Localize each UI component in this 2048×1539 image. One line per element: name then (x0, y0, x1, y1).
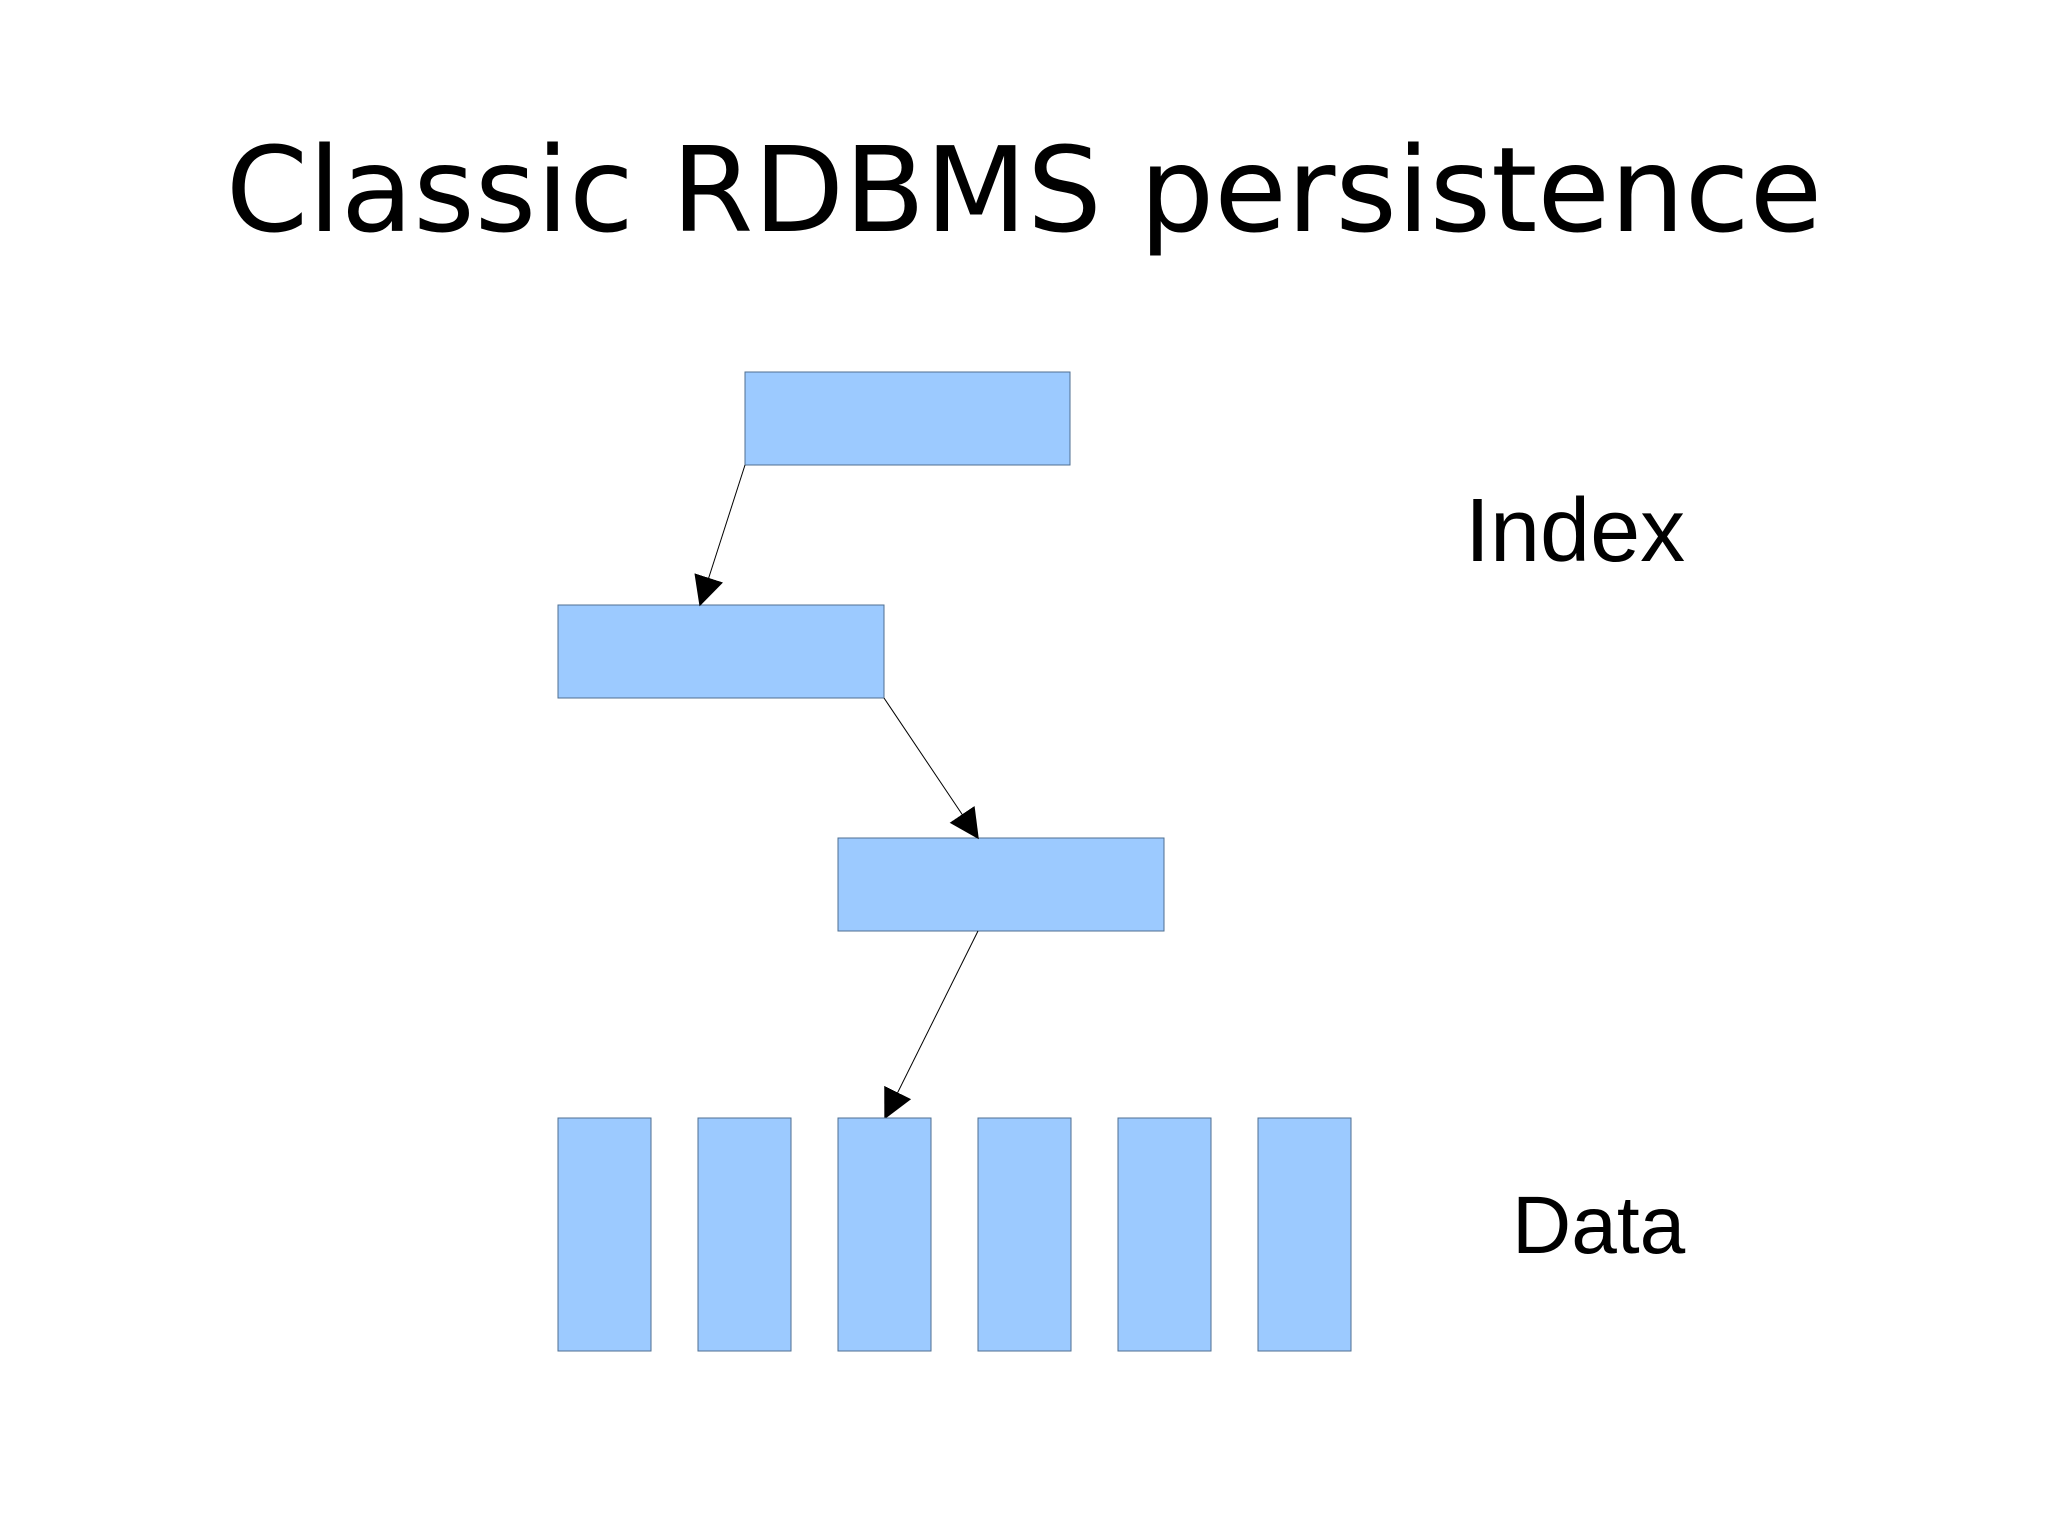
index-arrow-root-to-middle (694, 464, 746, 607)
index-node-leaf (837, 837, 1165, 932)
data-label: Data (1512, 1180, 1686, 1271)
index-node-middle (557, 604, 885, 699)
data-block (557, 1117, 652, 1352)
data-block (1257, 1117, 1352, 1352)
index-label: Index (1465, 481, 1685, 581)
index-arrow-middle-to-leaf (883, 697, 979, 840)
data-block (697, 1117, 792, 1352)
data-block (1117, 1117, 1212, 1352)
data-block (977, 1117, 1072, 1352)
index-node-root (744, 371, 1071, 466)
data-block (837, 1117, 932, 1352)
index-arrow-leaf-to-data (884, 930, 979, 1120)
slide-title: Classic RDBMS persistence (225, 121, 1823, 259)
